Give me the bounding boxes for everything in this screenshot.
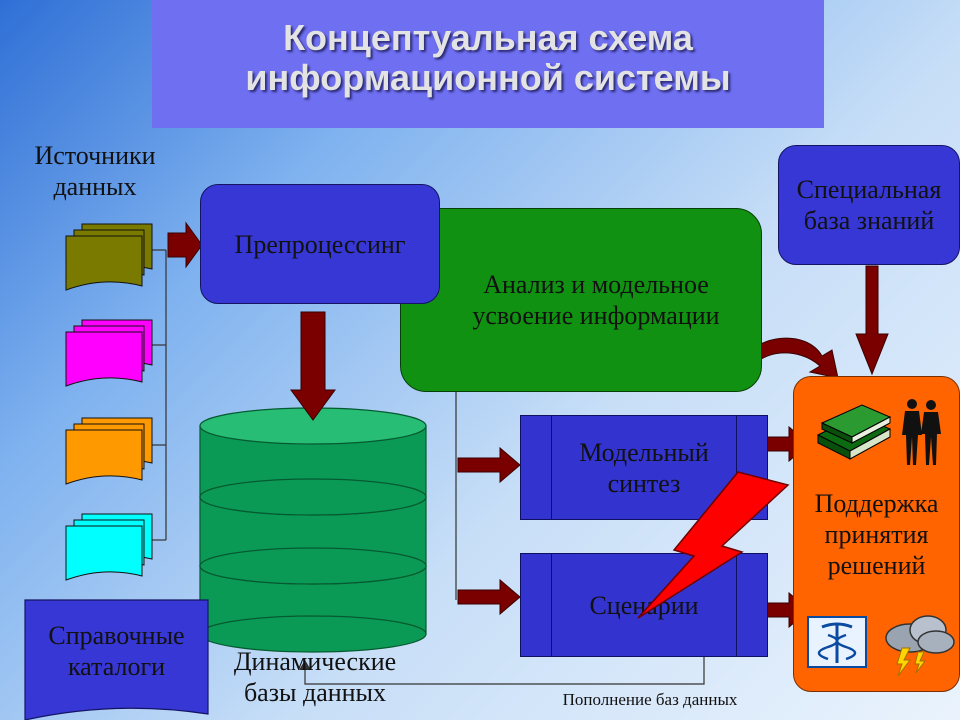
source-connectors [152,249,705,685]
decision-support-line-1: Поддержка [814,488,939,518]
doc-stack-magenta [65,319,153,387]
arrow-preprocessing-to-db [290,311,336,421]
doc-stack-cyan [65,513,153,581]
replenish-arrowhead [299,660,311,670]
doc-stack-olive [65,223,153,291]
preprocessing-node: Препроцессинг [200,184,440,304]
dynamic-db-line-1: Динамические [233,647,397,676]
medical-icon [807,616,867,668]
database-cylinder [199,407,427,653]
reference-catalogs-line-2: каталоги [67,652,166,681]
analysis-line-2: усвоение информации [472,301,720,330]
scenarios-node: Сценарии [520,553,768,657]
title-banner [152,0,824,128]
process-bar-right [736,554,737,656]
sources-label-line-1: Источники [34,141,156,170]
arrow-to-model-synthesis [457,446,521,484]
preprocessing-label: Препроцессинг [234,229,406,259]
analysis-node: Анализ и модельное усвоение информации [400,208,762,392]
model-synthesis-line-1: Модельный [579,437,709,467]
decision-support-line-2: принятия [824,519,929,549]
storm-cloud-icon [885,615,955,677]
arrow-knowledge-to-decision [855,265,889,376]
sources-label-line-2: данных [53,172,137,201]
replenish-label: Пополнение баз данных [562,690,738,709]
page-title: Концептуальная схема информационной сист… [152,18,824,98]
title-line-1: Концептуальная схема [283,17,693,58]
model-synthesis-line-2: синтез [607,468,681,498]
process-bar-left [551,416,552,519]
arrow-sources-to-preprocessing [167,221,203,269]
process-bar-left [551,554,552,656]
dynamic-db-line-2: базы данных [243,678,387,707]
lightning-icon [637,471,790,619]
knowledge-base-line-1: Специальная [796,175,942,204]
knowledge-base-node: Специальная база знаний [778,145,960,265]
knowledge-base-line-2: база знаний [803,206,935,235]
people-icon [902,399,941,465]
reference-catalogs-line-1: Справочные [48,621,185,650]
title-line-2: информационной системы [245,57,731,98]
dynamic-db-label: Динамические базы данных [210,646,420,708]
process-bar-right [736,416,737,519]
analysis-line-1: Анализ и модельное [483,270,709,299]
arrow-to-scenarios [457,578,521,616]
money-icon [816,404,892,460]
decision-support-line-3: решений [827,550,926,580]
sources-label: Источники данных [28,140,162,202]
reference-catalogs-node: Справочные каталоги [25,620,208,682]
doc-stack-orange [65,417,153,485]
